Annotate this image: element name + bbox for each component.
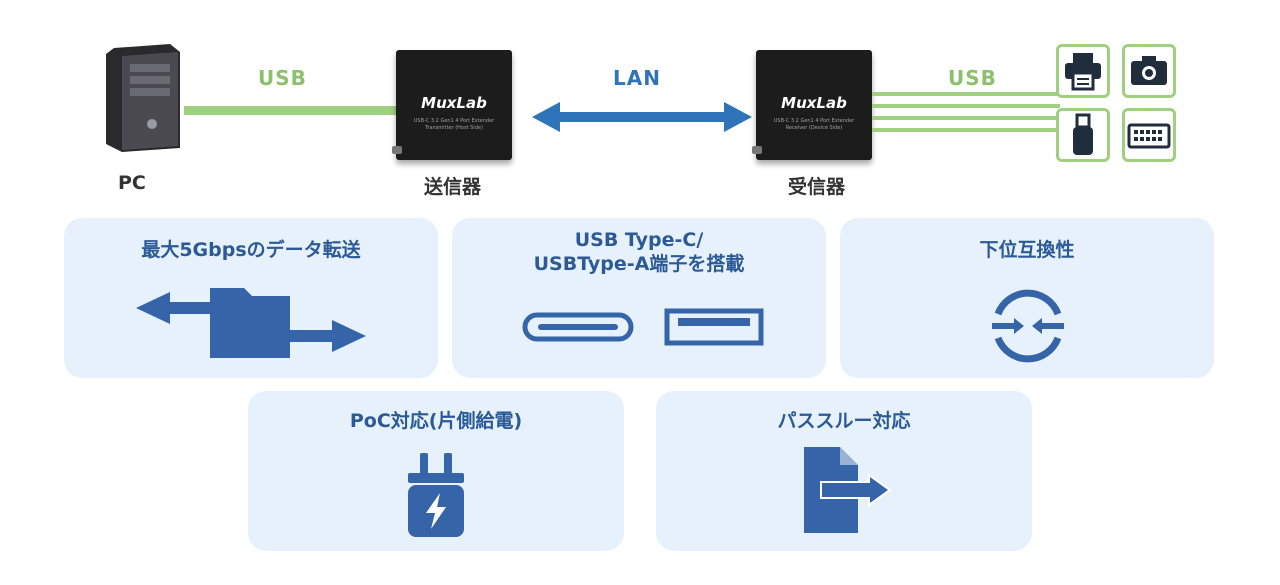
usb-cable-left xyxy=(184,106,398,115)
transmitter-subtext: USB-C 3.2 Gen1 4 Port Extender Transmitt… xyxy=(413,118,495,131)
file-transfer-icon xyxy=(136,288,366,358)
feature-card-poc: PoC対応(片側給電) xyxy=(248,391,624,551)
feature-card-pass-through: パススルー対応 xyxy=(656,391,1032,551)
feature-card-usb-ports: USB Type-C/ USBType-A端子を搭載 xyxy=(452,218,826,378)
usb-label-left: USB xyxy=(258,66,307,90)
compatibility-icon xyxy=(992,289,1064,363)
receiver-device: MuxLab USB-C 3.2 Gen1 4 Port Extender Re… xyxy=(752,50,872,160)
camera-tile xyxy=(1122,44,1176,98)
usb-a-port-icon xyxy=(664,308,764,346)
printer-icon xyxy=(1065,53,1101,91)
usb-cable-right-3 xyxy=(872,116,1060,120)
usb-label-right: USB xyxy=(948,66,997,90)
transmitter-label: 送信器 xyxy=(424,176,482,198)
printer-tile xyxy=(1056,44,1110,98)
camera-icon xyxy=(1131,56,1167,85)
feature-card-compatibility: 下位互換性 xyxy=(840,218,1214,378)
receiver-brand: MuxLab xyxy=(781,94,847,112)
feature-title-usb-ports-line2: USBType-A端子を搭載 xyxy=(533,253,745,275)
transmitter-port xyxy=(392,146,402,154)
pass-through-icon xyxy=(804,447,892,533)
receiver-subtext: USB-C 3.2 Gen1 4 Port Extender Receiver … xyxy=(773,118,855,131)
keyboard-icon xyxy=(1127,123,1171,149)
receiver-label: 受信器 xyxy=(788,176,846,198)
lan-arrow xyxy=(532,102,752,132)
usb-cable-right-4 xyxy=(872,128,1060,132)
feature-title-usb-ports-line1: USB Type-C/ xyxy=(574,229,704,251)
pc-label: PC xyxy=(118,172,146,194)
transmitter-device: MuxLab USB-C 3.2 Gen1 4 Port Extender Tr… xyxy=(392,50,512,160)
feature-card-data-transfer: 最大5Gbpsのデータ転送 xyxy=(64,218,438,378)
feature-title-data-transfer: 最大5Gbpsのデータ転送 xyxy=(141,239,361,261)
keyboard-tile xyxy=(1122,108,1176,162)
feature-title-poc: PoC対応(片側給電) xyxy=(349,410,523,432)
transmitter-brand: MuxLab xyxy=(421,94,487,112)
charger-icon xyxy=(408,453,464,537)
usb-stick-tile xyxy=(1056,108,1110,162)
feature-title-pass-through: パススルー対応 xyxy=(777,410,911,432)
usb-c-port-icon xyxy=(522,312,634,342)
usb-stick-icon xyxy=(1073,113,1093,155)
usb-cable-right-2 xyxy=(872,104,1060,108)
lan-label: LAN xyxy=(613,66,661,90)
feature-title-compatibility: 下位互換性 xyxy=(979,239,1075,261)
pc-tower-icon xyxy=(106,44,180,152)
usb-cable-right-1 xyxy=(872,92,1060,96)
receiver-port xyxy=(752,146,762,154)
